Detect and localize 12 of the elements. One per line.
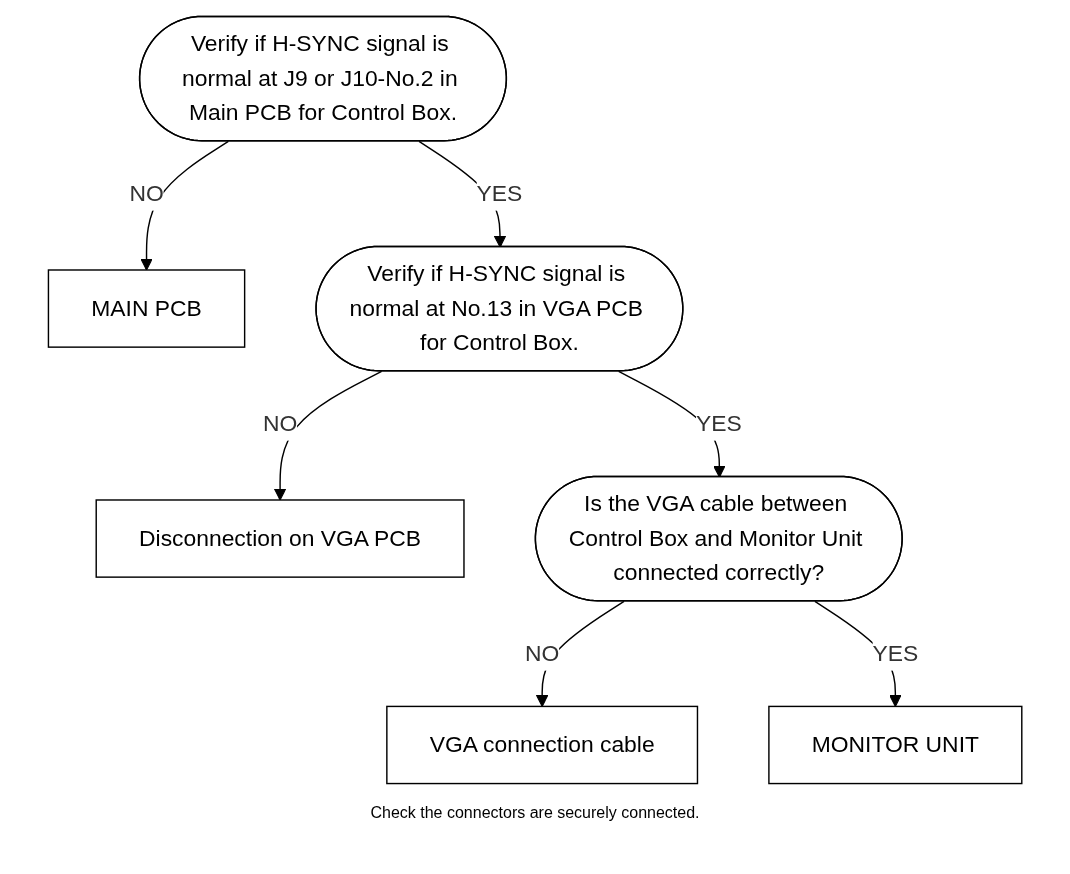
edge-label: YES <box>872 640 919 665</box>
edge-label: NO <box>129 180 164 205</box>
arrow <box>273 370 383 501</box>
node-box: VGA connection cable <box>386 705 699 785</box>
edge-label: YES <box>695 410 742 435</box>
node-box: Disconnection on VGA PCB <box>95 499 465 578</box>
edge-label: NO <box>262 410 298 435</box>
note-text: Check the connectors are securely connected. <box>369 804 701 822</box>
edge-label: NO <box>524 640 560 665</box>
node-box: MONITOR UNIT <box>768 705 1023 785</box>
node-box: MAIN PCB <box>47 269 246 348</box>
edge-label: YES <box>476 180 523 205</box>
